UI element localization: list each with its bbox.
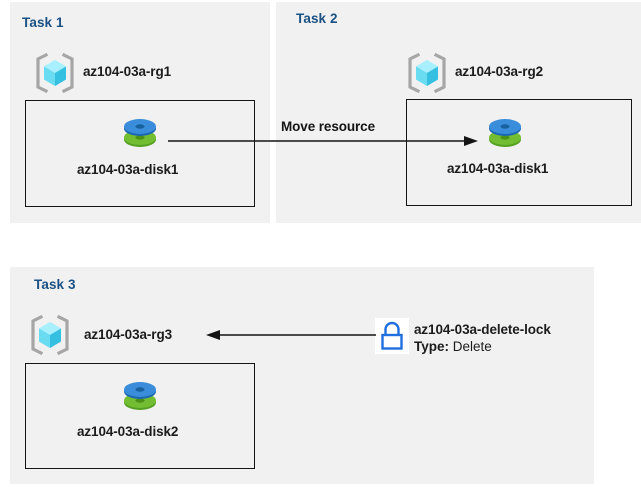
resource-group-label: az104-03a-rg3 [84,327,173,342]
resource-group-label: az104-03a-rg2 [455,64,544,79]
disk-icon [119,112,161,154]
lock-type-key-label: Type: [414,339,450,354]
resource-group-cube-icon [405,52,449,94]
lock-icon [375,318,409,354]
disk-icon [119,375,161,417]
task-3-resource-box [25,363,255,469]
task-1-resource-box [25,100,255,207]
lock-type-value-label: Delete [452,339,492,354]
lock-name-label: az104-03a-delete-lock [414,322,551,337]
resource-label: az104-03a-disk2 [77,424,179,439]
resource-group-label: az104-03a-rg1 [83,64,172,79]
lock-text-block: az104-03a-delete-lock Type: Delete [414,321,551,355]
task-3-title: Task 3 [34,277,76,292]
disk-icon [484,112,526,154]
resource-label: az104-03a-disk1 [447,161,549,176]
move-resource-annotation: Move resource [281,119,375,134]
lock-type-row: Type: Delete [414,338,551,355]
resource-group-cube-icon [28,314,72,356]
resource-label: az104-03a-disk1 [77,162,179,177]
task-2-resource-box [406,99,632,206]
task-1-title: Task 1 [22,15,64,30]
resource-group-cube-icon [33,52,77,94]
task-2-title: Task 2 [296,11,338,26]
